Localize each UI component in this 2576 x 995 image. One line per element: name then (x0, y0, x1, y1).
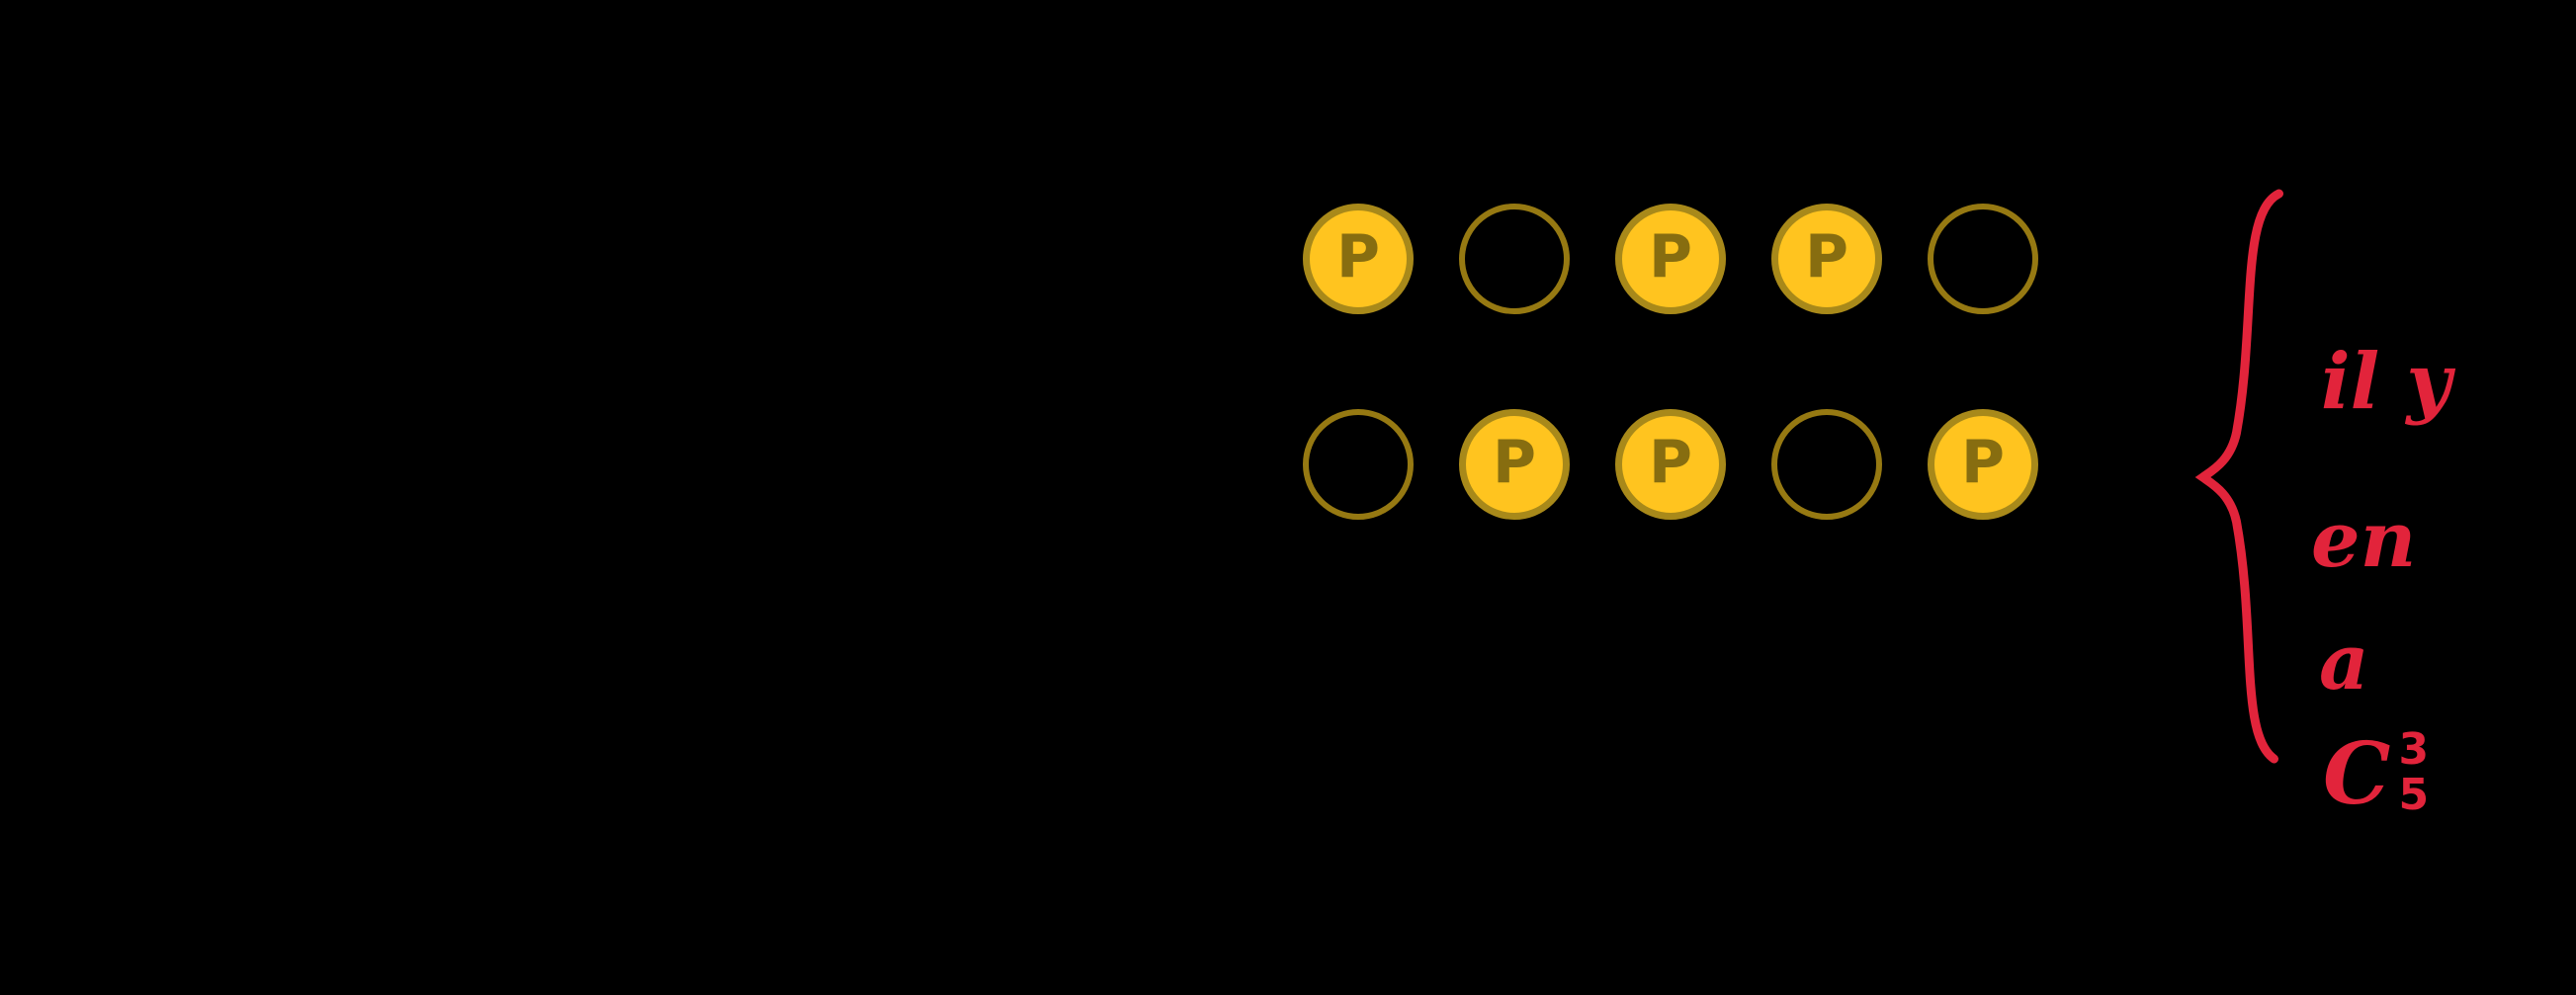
coin-letter: P (1961, 428, 2005, 497)
coin-filled: P (1615, 204, 1726, 314)
annotation-line-en: en (2311, 495, 2417, 585)
formula-subscript: 5 (2398, 770, 2430, 821)
curly-brace (2192, 186, 2296, 769)
coin-letter: P (1649, 222, 1692, 291)
annotation-line-il-y: il y (2321, 337, 2451, 427)
formula-base: C (2323, 724, 2391, 825)
combination-formula: C 3 5 (2323, 724, 2430, 825)
coin-filled: P (1615, 409, 1726, 520)
coin-filled: P (1928, 409, 2038, 520)
annotation-line-a: a (2319, 618, 2369, 707)
coin-empty (1771, 409, 1882, 520)
coin-empty (1928, 204, 2038, 314)
formula-scripts: 3 5 (2398, 724, 2430, 821)
coin-filled: P (1771, 204, 1882, 314)
coin-empty (1459, 204, 1570, 314)
coin-letter: P (1649, 428, 1692, 497)
coin-letter: P (1336, 222, 1380, 291)
coin-filled: P (1459, 409, 1570, 520)
coin-empty (1303, 409, 1414, 520)
coin-grid: P P P P P P (1303, 204, 2038, 520)
coin-letter: P (1493, 428, 1536, 497)
coin-filled: P (1303, 204, 1414, 314)
coin-letter: P (1805, 222, 1848, 291)
curly-brace-icon (2194, 189, 2283, 764)
formula-superscript: 3 (2398, 724, 2430, 775)
